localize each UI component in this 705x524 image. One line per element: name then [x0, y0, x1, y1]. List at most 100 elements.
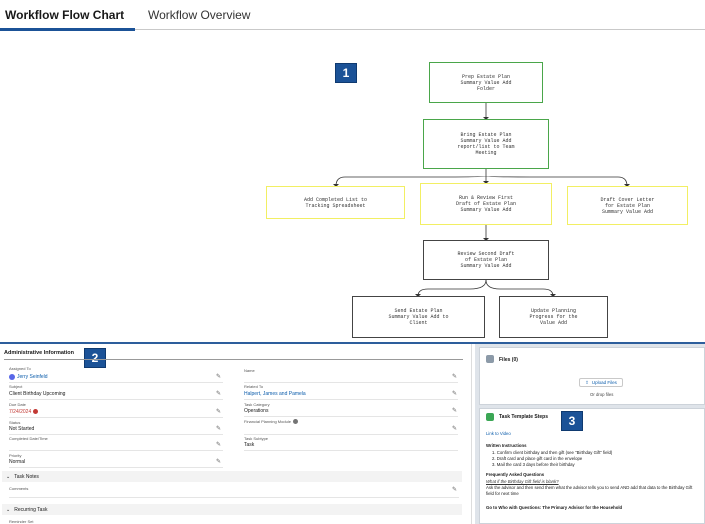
recurring-task-label: Recurring Task [14, 506, 48, 513]
node-draft-cover-letter[interactable]: Draft Cover Letter for Estate Plan Summa… [567, 186, 688, 225]
field-divider [9, 417, 223, 418]
task-category-value: Operations [244, 408, 269, 414]
badge-3: 3 [561, 411, 583, 431]
task-template-steps-title: Task Template Steps [499, 414, 548, 420]
task-subtype-value: Task [244, 442, 255, 448]
reminder-set-label: Reminder Set [9, 519, 34, 524]
overdue-warning-icon [33, 409, 38, 414]
info-icon[interactable] [293, 419, 298, 424]
link-to-video[interactable]: Link to Video [486, 431, 511, 436]
written-instructions-heading: Written Instructions [486, 443, 527, 448]
field-divider [244, 382, 458, 383]
badge-1: 1 [335, 63, 357, 83]
node-review-second-draft[interactable]: Review Second Draft of Estate Plan Summa… [423, 240, 549, 280]
related-to-value[interactable]: Halpert, James and Pamela [244, 391, 306, 397]
edit-priority-icon[interactable]: ✎ [216, 459, 222, 465]
field-divider [9, 467, 223, 468]
node-bring-estate-plan[interactable]: Bring Estate Plan Summary Value Add repo… [423, 119, 549, 169]
edit-due-date-icon[interactable]: ✎ [216, 409, 222, 415]
field-divider [9, 399, 223, 400]
task-notes-label: Task Notes [14, 473, 39, 480]
related-to-label: Related To [244, 384, 264, 389]
arrow-add [333, 184, 339, 187]
recurring-task-section[interactable]: ⌄Recurring Task [2, 504, 462, 515]
due-date-label: Due Date [9, 402, 26, 407]
due-date-value: 7/24/2024 [9, 409, 32, 415]
financial-planning-module-label: Financial Planning Module [244, 419, 291, 424]
subject-label: Subject [9, 384, 23, 389]
faq-answer: Ask the advisor and then send them what … [486, 485, 693, 490]
drop-files-label: Or drop files [590, 392, 614, 397]
edit-related-to-icon[interactable]: ✎ [452, 391, 458, 397]
edit-subject-icon[interactable]: ✎ [216, 391, 222, 397]
administrative-information-panel: Administrative Information 2 Assigned To… [0, 344, 472, 524]
edge-bring-draft [485, 175, 628, 187]
field-divider [9, 497, 459, 498]
field-divider [244, 434, 458, 435]
task-category-label: Task Category [244, 402, 270, 407]
node-run-review-first-draft[interactable]: Run & Review First Draft of Estate Plan … [420, 183, 552, 225]
arrow-run [483, 181, 489, 184]
task-subtype-label: Task Subtype [244, 436, 269, 441]
arrow-send [415, 294, 421, 297]
badge-2: 2 [84, 348, 106, 368]
faq-heading: Frequently Asked Questions [486, 472, 545, 477]
edit-comments-icon[interactable]: ✎ [452, 487, 458, 493]
status-value: Not Started [9, 426, 35, 432]
chevron-down-icon: ⌄ [6, 473, 11, 480]
tab-workflow-flow-chart[interactable]: Workflow Flow Chart [0, 8, 136, 31]
task-notes-section[interactable]: ⌄Task Notes [2, 471, 462, 482]
arrow-bring [483, 117, 489, 120]
edge-review-send [417, 279, 487, 297]
edit-status-icon[interactable]: ✎ [216, 426, 222, 432]
task-steps-icon [486, 413, 494, 421]
upload-files-button[interactable]: ⇪Upload Files [579, 378, 623, 387]
arrow-review [483, 238, 489, 241]
instruction-step: 2. Draft card and place gift card in the… [492, 456, 583, 461]
right-sidebar: Files (0) ⇪Upload Files Or drop files Ta… [475, 344, 705, 524]
files-icon [486, 355, 494, 363]
tab-bar: Workflow Flow Chart Workflow Overview [0, 0, 705, 31]
name-label: Name [244, 368, 255, 373]
node-send-estate-plan[interactable]: Send Estate Plan Summary Value Add to Cl… [352, 296, 485, 338]
node-add-completed-list[interactable]: Add Completed List to Tracking Spreadshe… [266, 186, 405, 219]
task-template-steps-card: Task Template Steps 3 Link to Video Writ… [479, 408, 705, 524]
upload-icon: ⇪ [585, 379, 589, 385]
edit-fpm-icon[interactable]: ✎ [452, 426, 458, 432]
avatar [9, 374, 15, 380]
assigned-to-value[interactable]: Jerry Seinfeld [17, 374, 48, 380]
subject-value: Client Birthday Upcoming [9, 391, 66, 397]
arrow-draft [624, 184, 630, 187]
edit-task-category-icon[interactable]: ✎ [452, 408, 458, 414]
field-divider [244, 399, 458, 400]
tab-workflow-overview[interactable]: Workflow Overview [148, 8, 251, 22]
arrow-update [550, 294, 556, 297]
instruction-step: 3. Mail the card 3 days before their bir… [492, 462, 575, 467]
edit-assigned-to-icon[interactable]: ✎ [216, 374, 222, 380]
edit-name-icon[interactable]: ✎ [452, 374, 458, 380]
comments-label: Comments [9, 486, 29, 491]
panel-divider [0, 342, 705, 344]
field-divider [9, 434, 223, 435]
priority-label: Priority [9, 453, 22, 458]
admin-title: Administrative Information [4, 350, 74, 356]
completed-datetime-label: Completed Date/Time [9, 436, 48, 441]
contact-info: Go to Who with Questions: The Primary Ad… [486, 505, 623, 510]
faq-answer-continued: field for next time [486, 491, 519, 496]
files-card: Files (0) ⇪Upload Files Or drop files [479, 347, 705, 405]
node-update-planning-progress[interactable]: Update Planning Progress for the Value A… [499, 296, 608, 338]
field-divider [9, 450, 223, 451]
priority-value: Normal [9, 459, 26, 465]
files-title: Files (0) [499, 357, 518, 363]
assigned-to-label: Assigned To [9, 366, 31, 371]
edge-bring-add [335, 175, 487, 187]
field-divider [9, 382, 223, 383]
flowchart-canvas: 1 Prep Estate Plan Summary Value Add Fol… [0, 31, 705, 343]
admin-title-underline [4, 359, 463, 360]
edit-completed-icon[interactable]: ✎ [216, 442, 222, 448]
flowchart-connectors [333, 103, 630, 297]
instruction-step: 1. Confirm client birthday and then gift… [492, 450, 613, 455]
chevron-down-icon: ⌄ [6, 506, 11, 513]
node-prep-estate-plan[interactable]: Prep Estate Plan Summary Value Add Folde… [429, 62, 543, 103]
status-label: Status [9, 420, 21, 425]
